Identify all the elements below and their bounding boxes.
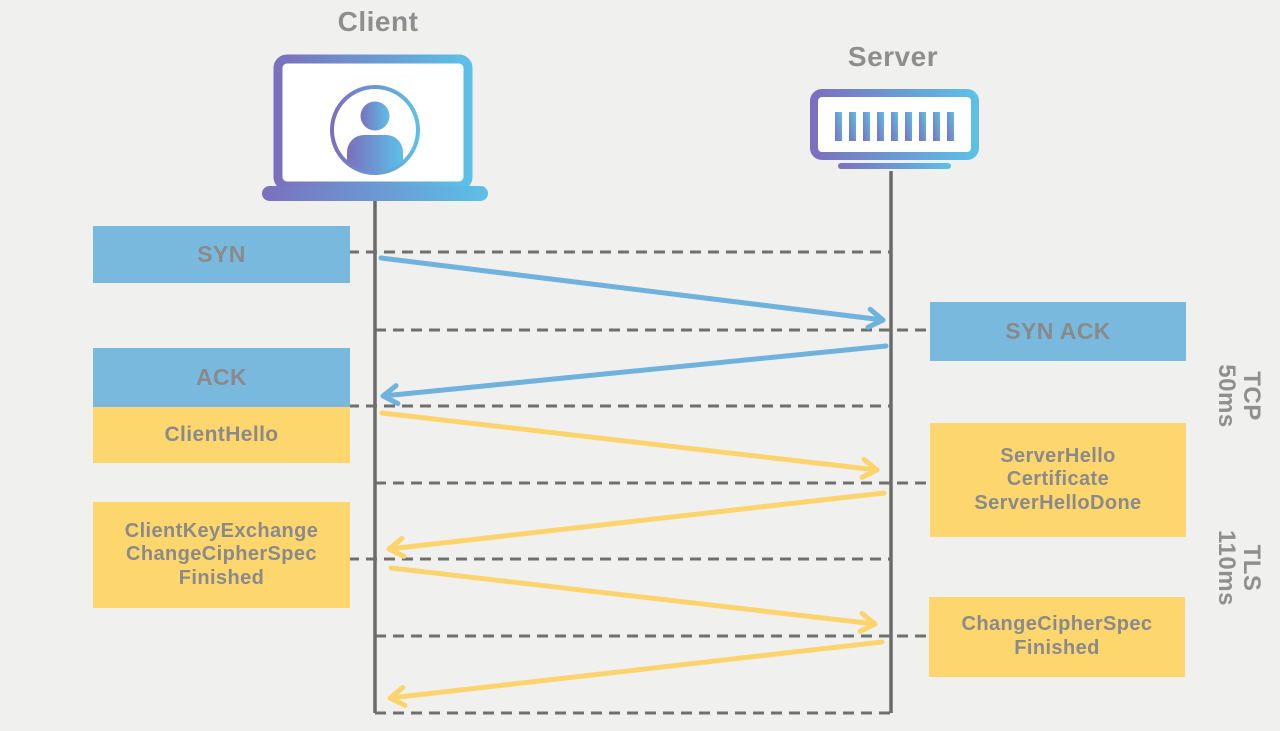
server-title: Server (847, 41, 939, 72)
message-label-line: SYN ACK (1005, 317, 1111, 344)
time-tick-lines (348, 250, 929, 715)
message-arrow (380, 343, 889, 407)
server-slots-icon (835, 112, 954, 141)
message-label-line: ClientKeyExchange (124, 519, 319, 542)
message-arrow (387, 639, 885, 708)
message-label-line: ChangeCipherSpec (961, 613, 1153, 636)
phase-label-line: 110ms (1213, 530, 1240, 606)
client-title: Client (337, 6, 419, 37)
phase-label-line: 50ms (1213, 364, 1240, 428)
phase-label-line: TCP (1238, 371, 1266, 421)
lifelines (373, 171, 893, 713)
message-label-line: ClientHello (164, 422, 279, 446)
server-icon (810, 89, 979, 169)
message-arrow (388, 565, 878, 634)
client-laptop-icon (262, 54, 488, 201)
message-label-line: Finished (178, 566, 265, 589)
message-arrow (386, 490, 887, 559)
message-label-line: ServerHelloDone (974, 491, 1142, 514)
message-label-line: Certificate (1006, 468, 1110, 491)
message-label-line: ChangeCipherSpec (126, 543, 317, 566)
message-label-line: SYN (197, 240, 246, 267)
message-arrow (379, 410, 880, 480)
message-label-syn: SYN (93, 226, 350, 283)
message-label-line: Finished (1014, 637, 1100, 659)
message-label-syn-ack: SYN ACK (930, 302, 1186, 361)
message-arrows (378, 255, 889, 708)
message-label-ack: ACK (93, 348, 350, 407)
message-arrow (378, 255, 886, 330)
user-avatar-icon (330, 85, 420, 175)
message-label-client-hello: ClientHello (93, 407, 350, 463)
phase-label-line: TLS (1238, 544, 1266, 592)
message-label-line: ServerHello (1000, 444, 1116, 467)
message-label-line: ACK (195, 363, 248, 390)
